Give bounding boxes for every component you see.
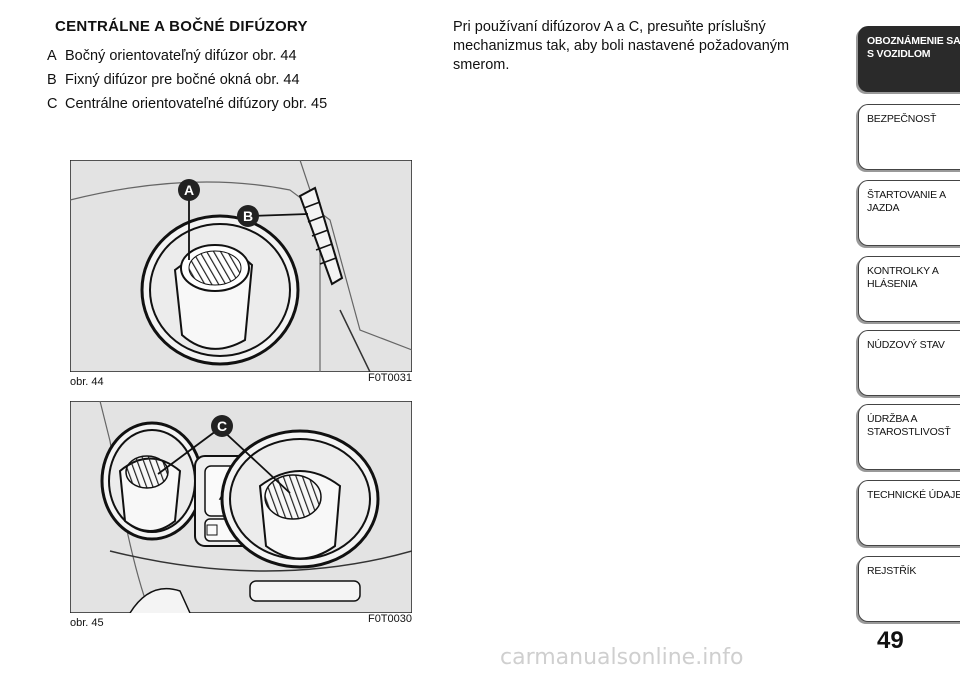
tab-kontrolky[interactable]: KONTROLKY A HLÁSENIA <box>858 256 960 322</box>
tab-udrzba[interactable]: ÚDRŽBA A STAROSTLIVOSŤ <box>858 404 960 470</box>
tab-bezpecnost[interactable]: BEZPEČNOSŤ <box>858 104 960 170</box>
figure-45: C obr. 45 F0T0030 <box>70 401 412 631</box>
page-number: 49 <box>877 627 904 654</box>
side-diffuser-illustration: A B <box>70 160 412 372</box>
usage-paragraph: Pri používaní difúzorov A a C, presuňte … <box>453 19 790 73</box>
section-heading: CENTRÁLNE A BOČNÉ DIFÚZORY <box>55 18 308 35</box>
tab-nudzovy-stav[interactable]: NÚDZOVÝ STAV <box>858 330 960 396</box>
chapter-tabs: OBOZNÁMENIE SA S VOZIDLOM BEZPEČNOSŤ ŠTA… <box>858 0 960 678</box>
callout-b: B <box>243 208 253 224</box>
figure-caption: obr. 44 <box>70 376 104 388</box>
watermark-text: carmanualsonline.info <box>500 645 744 670</box>
tab-rejstrik[interactable]: REJSTŘÍK <box>858 556 960 622</box>
figure-code: F0T0031 <box>367 372 412 384</box>
central-diffusers-illustration: C <box>70 401 412 613</box>
callout-c: C <box>217 418 227 434</box>
callout-a: A <box>184 182 194 198</box>
tab-technicke-udaje[interactable]: TECHNICKÉ ÚDAJE <box>858 480 960 546</box>
figure-caption: obr. 45 <box>70 617 104 629</box>
figure-code: F0T0030 <box>367 613 412 625</box>
figure-44: A B obr. 44 F0T0031 <box>70 160 412 390</box>
tab-oboznamenie[interactable]: OBOZNÁMENIE SA S VOZIDLOM <box>858 26 960 92</box>
tab-startovanie[interactable]: ŠTARTOVANIE A JAZDA <box>858 180 960 246</box>
